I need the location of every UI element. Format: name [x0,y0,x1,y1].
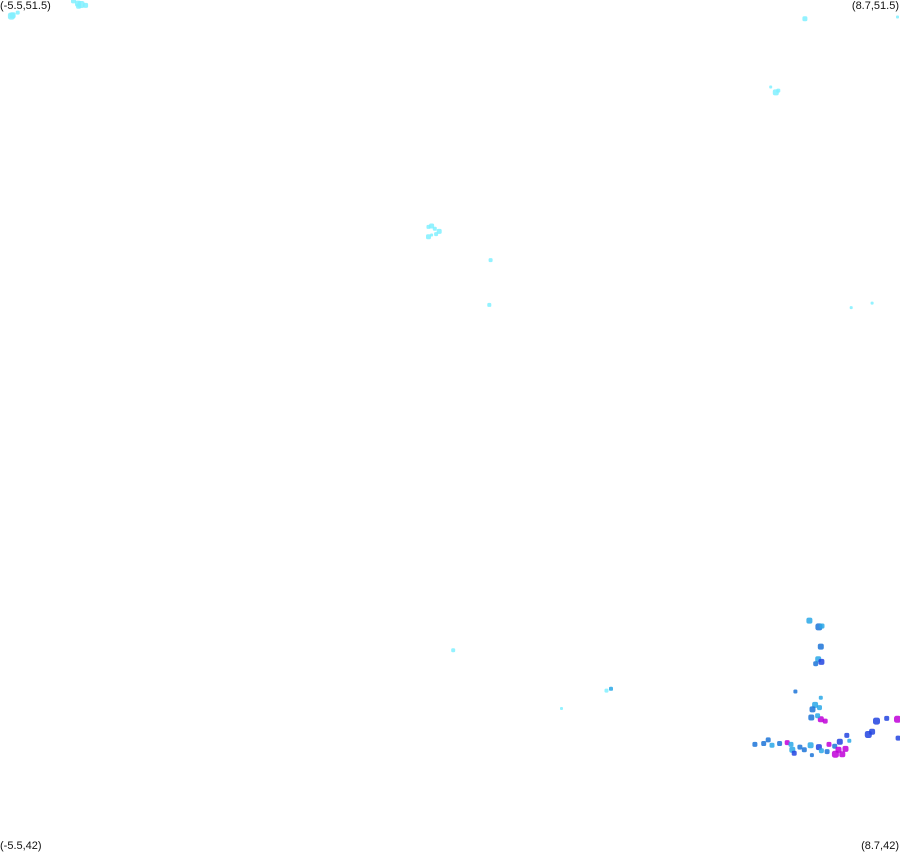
map-point [842,745,849,752]
map-point [807,742,814,749]
map-point [9,12,16,19]
corner-label-top-left: (-5.5,51.5) [0,0,51,12]
map-point [765,737,771,743]
map-point [83,2,89,8]
map-point [884,715,890,721]
map-point [815,713,821,719]
map-point [869,728,876,735]
map-point [844,732,850,738]
map-point [817,643,824,650]
map-point [817,705,822,711]
map-point [847,738,852,743]
map-point [451,648,456,653]
map-point [609,686,613,691]
map-point [560,707,563,710]
map-point [769,85,773,89]
map-point [822,718,828,724]
map-point [836,738,843,745]
map-point [896,15,899,19]
map-point [849,306,853,310]
map-point [813,661,819,667]
map-point [826,741,832,747]
map-point [802,16,808,22]
corner-label-bottom-left: (-5.5,42) [0,840,42,852]
map-point [831,750,839,758]
map-point [812,701,819,708]
map-point [769,742,775,748]
map-point [791,750,797,756]
map-point [824,749,830,755]
map-point [870,301,874,305]
map-point [777,741,783,746]
corner-label-bottom-right: (8.7,42) [861,840,899,852]
map-point [752,741,758,747]
map-point [809,706,816,713]
map-point [788,741,794,747]
map-point [761,741,767,746]
map-point [793,689,798,694]
map-point [818,748,824,754]
map-point [434,232,439,237]
map-point [809,753,814,758]
map-point [436,228,442,234]
map-point [818,695,823,700]
map-point [894,715,900,723]
map-point [784,740,790,746]
map-point [429,223,435,229]
map-point [801,747,807,753]
map-point [839,751,846,758]
map-point [806,617,813,624]
map-point [432,226,437,231]
map-point [818,658,825,665]
map-point [76,3,82,9]
map-point [808,714,815,721]
map-point [71,0,76,4]
map-point [797,744,803,750]
corner-label-top-right: (8.7,51.5) [851,0,899,12]
map-point [895,735,900,741]
map-point [426,234,431,240]
map-point [15,10,20,15]
map-point [430,233,434,237]
map-point [776,88,781,93]
map-point [873,717,880,725]
map-point [604,688,609,693]
map-point [488,258,493,263]
map-point [832,743,838,749]
map-point [819,623,825,629]
map-point [487,302,492,307]
